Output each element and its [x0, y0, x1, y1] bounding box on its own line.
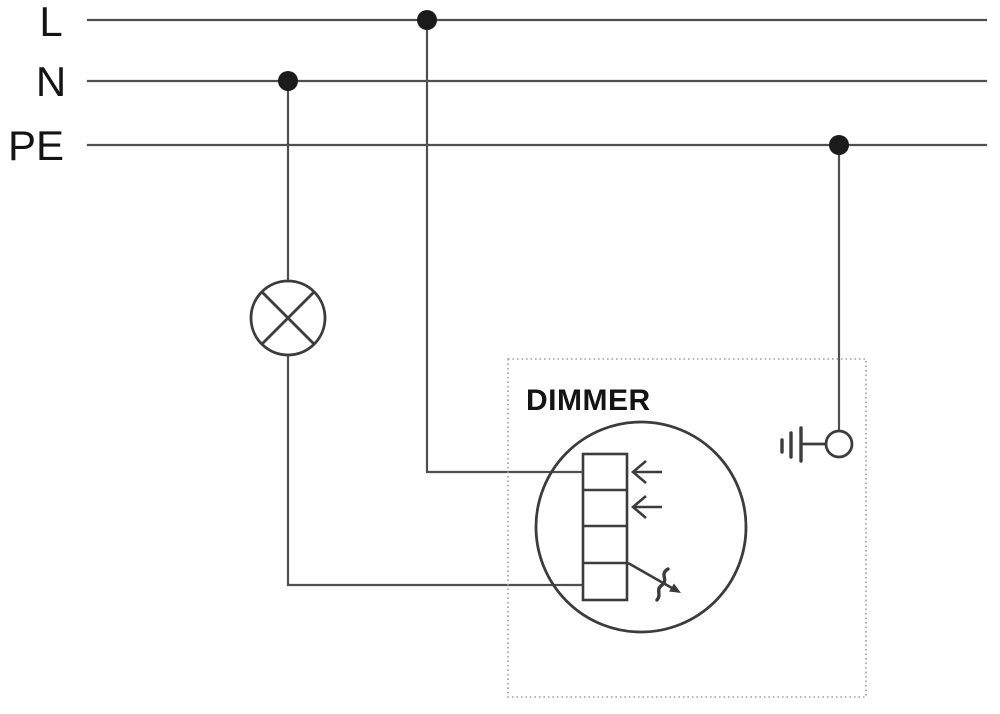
dimmer-enclosure-dashed-box [507, 358, 867, 698]
dimmer-control-arrow-icon [627, 561, 681, 602]
lamp-circle [249, 279, 327, 357]
earth-connector-circle [824, 429, 854, 459]
dimmer-body-circle [534, 420, 748, 634]
arrow-1-head [630, 460, 647, 484]
lamp-icon [249, 279, 327, 357]
wire-lamp-to-dimmer [286, 353, 585, 587]
label-n: N [36, 58, 66, 105]
junction-l-dot [417, 10, 437, 30]
lamp-cross-stroke-2 [261, 291, 315, 345]
dimmer-title: DIMMER [526, 384, 651, 417]
arrow-2-head [630, 495, 647, 519]
junction-pe-dot [829, 135, 849, 155]
junction-n-dot [278, 71, 298, 91]
label-l: L [39, 0, 62, 45]
input-arrow-icon-1 [630, 460, 662, 484]
input-arrow-icon-2 [630, 495, 662, 519]
earth-ground-icon [780, 426, 854, 463]
dimmer-terminal-block [581, 452, 629, 602]
label-pe: PE [8, 122, 64, 169]
wire-l-to-dimmer [425, 18, 585, 474]
control-arrow-head [669, 583, 681, 593]
control-arrow-wave [655, 567, 670, 602]
